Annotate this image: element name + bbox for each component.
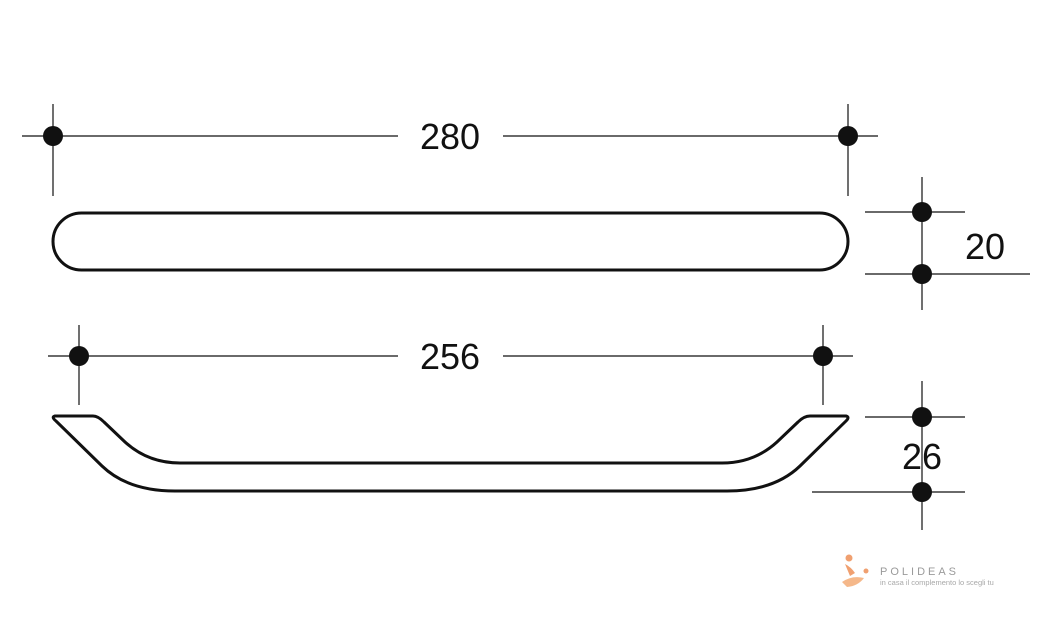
dimension-overall-length: 280 [22, 104, 878, 196]
dimension-marker [912, 202, 932, 222]
dimension-marker [838, 126, 858, 146]
logo-tagline: in casa il complemento lo scegli tu [880, 578, 994, 587]
handle-top-view [51, 211, 850, 272]
bar-height-label: 20 [965, 226, 1005, 267]
hole-spacing-label: 256 [420, 336, 480, 377]
dimension-marker [69, 346, 89, 366]
dimension-hole-spacing: 256 [48, 325, 853, 405]
dimension-marker [912, 264, 932, 284]
dimension-marker [912, 482, 932, 502]
dimension-bar-height: 20 [865, 177, 1030, 310]
figure-icon [842, 554, 869, 587]
dimension-marker [813, 346, 833, 366]
handle-height-label: 26 [902, 436, 942, 477]
handle-side-view [51, 414, 850, 493]
dimension-marker [912, 407, 932, 427]
polideas-logo: POLIDEAS in casa il complemento lo scegl… [842, 554, 994, 587]
logo-name: POLIDEAS [880, 566, 959, 578]
dimension-marker [43, 126, 63, 146]
dimension-handle-height: 26 [812, 381, 965, 530]
overall-length-label: 280 [420, 116, 480, 157]
